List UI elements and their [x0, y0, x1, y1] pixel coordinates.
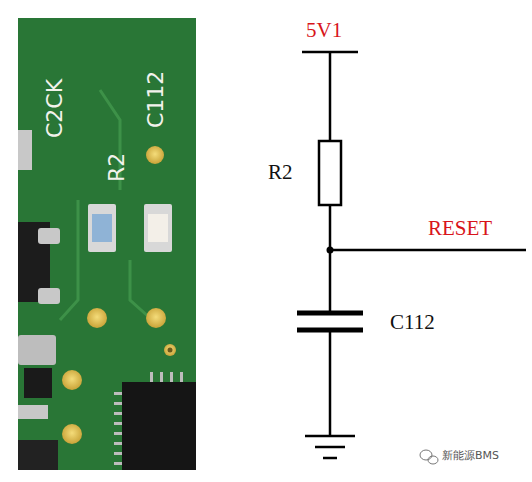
schematic: [297, 52, 526, 458]
resistor-symbol: [319, 141, 341, 205]
silkscreen-label: R2: [106, 153, 128, 182]
silkscreen-label: C2CK: [44, 79, 66, 138]
wire: [329, 330, 332, 436]
watermark: 新能源BMS: [442, 450, 499, 461]
reset-wire: [330, 249, 526, 252]
wire: [329, 205, 332, 313]
pcb-photo: [18, 18, 196, 470]
wechat-icon: [420, 450, 438, 464]
part-name: R2: [268, 162, 293, 183]
net-name: 5V1: [306, 20, 342, 41]
part-name: C112: [390, 312, 435, 333]
ground-symbol: [323, 457, 337, 460]
wire: [329, 52, 332, 141]
silkscreen-label: C112: [145, 71, 167, 128]
ground-symbol: [305, 435, 355, 438]
junction-dot: [327, 247, 334, 254]
ground-symbol: [315, 446, 345, 449]
capacitor-symbol: [297, 311, 363, 316]
signal-name: RESET: [428, 218, 492, 239]
